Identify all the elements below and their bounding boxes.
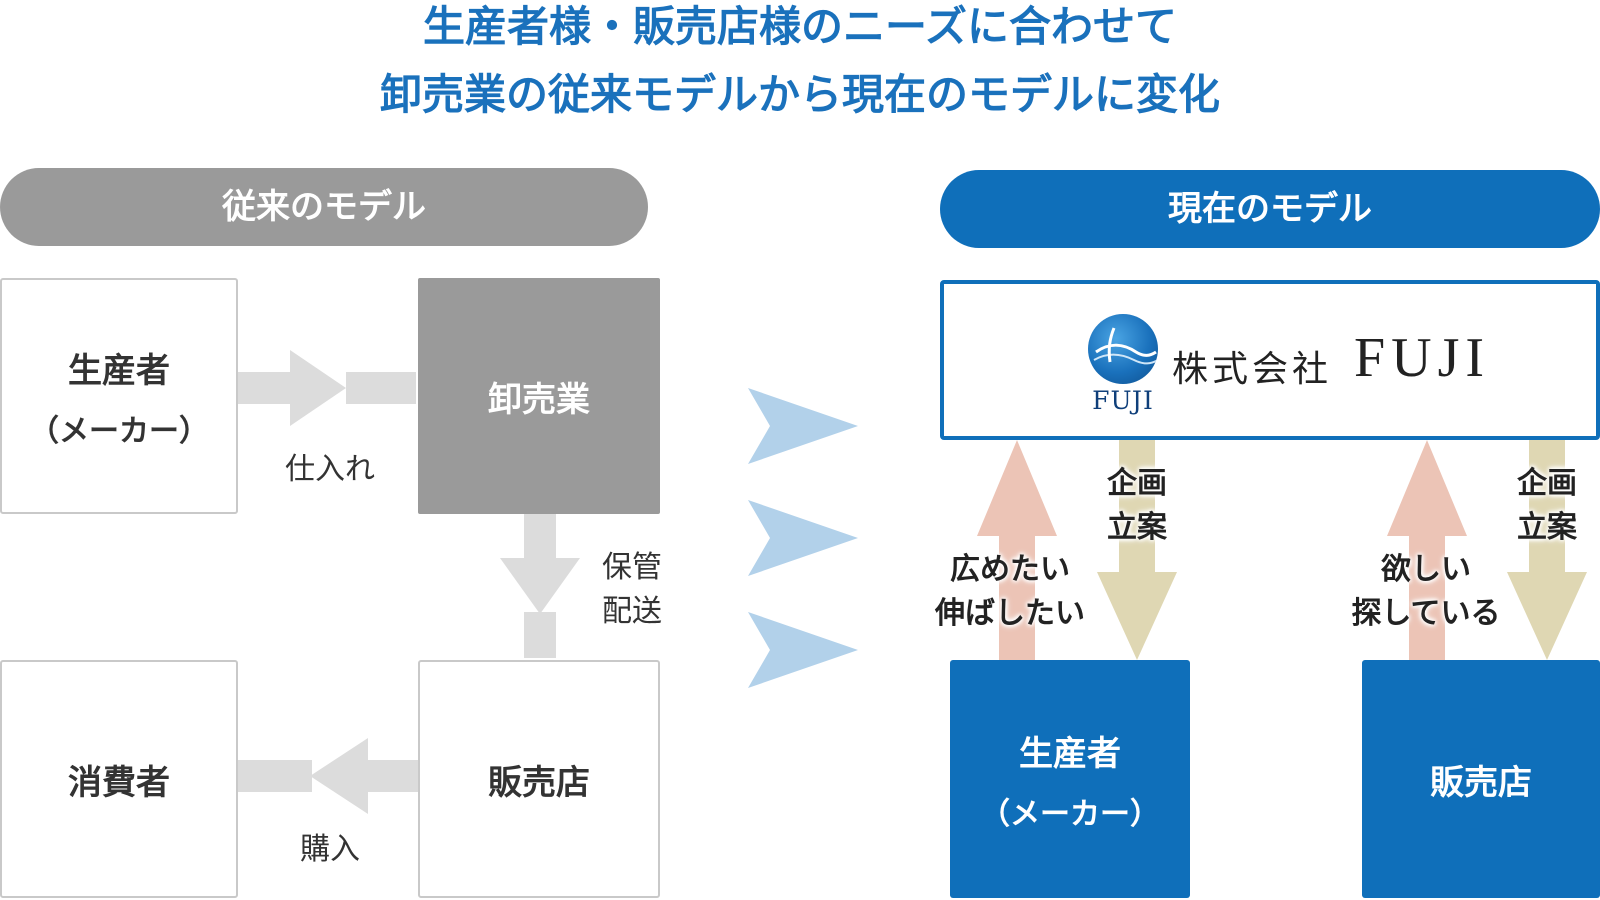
traditional-wholesaler-box: 卸売業 — [418, 278, 660, 514]
arrow-wholesaler-to-retailer-tail — [524, 612, 556, 658]
arrow-fuji-to-retailer — [1507, 440, 1587, 660]
company-name-ja: 株式会社 — [1172, 349, 1333, 390]
traditional-retailer-box: 販売店 — [418, 660, 660, 898]
headline-line-1: 生産者様・販売店様のニーズに合わせて — [423, 2, 1177, 51]
traditional-model-title: 従来のモデル — [0, 168, 648, 246]
arrow-retailer-to-consumer-tail — [236, 760, 312, 792]
headline-line-2: 卸売業の従来モデルから現在のモデルに変化 — [379, 70, 1220, 119]
current-retailer-label: 販売店 — [1430, 762, 1532, 803]
traditional-producer-sub: （メーカー） — [29, 413, 209, 449]
wave-icon — [1093, 327, 1158, 365]
label-buy: 購入 — [300, 832, 360, 867]
arrow-producer-to-fuji — [977, 440, 1057, 660]
current-model-title: 現在のモデル — [940, 170, 1600, 248]
label-delivery: 配送 — [602, 594, 662, 629]
retailer-need-line-1: 欲しい — [1381, 552, 1471, 587]
plan-line-2: 立案 — [1107, 510, 1167, 545]
fuji-company-box: FUJI 株式会社 FUJI — [940, 280, 1600, 440]
current-producer-box: 生産者 （メーカー） — [950, 660, 1190, 898]
arrow-fuji-to-producer — [1097, 440, 1177, 660]
producer-need-line-2: 伸ばしたい — [935, 596, 1085, 631]
fuji-logo: FUJI — [1078, 314, 1168, 415]
transition-chevrons — [748, 388, 858, 688]
retailer-needs-label: 欲しい 探している — [1336, 548, 1516, 636]
fuji-logo-globe-icon — [1088, 314, 1158, 384]
current-producer-sub: （メーカー） — [980, 796, 1160, 832]
traditional-producer-box: 生産者 （メーカー） — [0, 278, 238, 514]
arrow-wholesaler-to-retailer — [500, 512, 580, 614]
retailer-need-line-2: 探している — [1351, 596, 1501, 631]
arrow-retailer-to-consumer — [310, 738, 420, 814]
traditional-retailer-label: 販売店 — [488, 762, 590, 803]
plan-label-producer: 企画 立案 — [1092, 462, 1182, 550]
chevron-right-icon — [748, 612, 858, 688]
plan2-line-2: 立案 — [1517, 510, 1577, 545]
current-producer-label: 生産者 — [1019, 733, 1121, 774]
arrow-producer-to-wholesaler — [236, 350, 346, 426]
chevron-right-icon — [748, 388, 858, 464]
current-retailer-box: 販売店 — [1362, 660, 1600, 898]
chevron-right-icon — [748, 500, 858, 576]
label-purchase-in: 仕入れ — [285, 452, 375, 487]
plan-line-1: 企画 — [1107, 466, 1167, 501]
producer-need-line-1: 広めたい — [950, 552, 1070, 587]
label-storage-delivery: 保管 配送 — [592, 546, 672, 634]
plan2-line-1: 企画 — [1517, 466, 1577, 501]
producer-needs-label: 広めたい 伸ばしたい — [920, 548, 1100, 636]
traditional-producer-label: 生産者 — [68, 350, 170, 391]
traditional-consumer-box: 消費者 — [0, 660, 238, 898]
arrow-producer-to-wholesaler-tail — [346, 372, 416, 404]
company-name-en: FUJI — [1354, 327, 1491, 389]
plan-label-retailer: 企画 立案 — [1502, 462, 1592, 550]
arrow-retailer-to-fuji — [1387, 440, 1467, 660]
traditional-consumer-label: 消費者 — [68, 762, 170, 803]
traditional-wholesaler-label: 卸売業 — [488, 379, 590, 420]
fuji-logo-caption: FUJI — [1092, 386, 1154, 415]
label-storage: 保管 — [602, 550, 662, 585]
